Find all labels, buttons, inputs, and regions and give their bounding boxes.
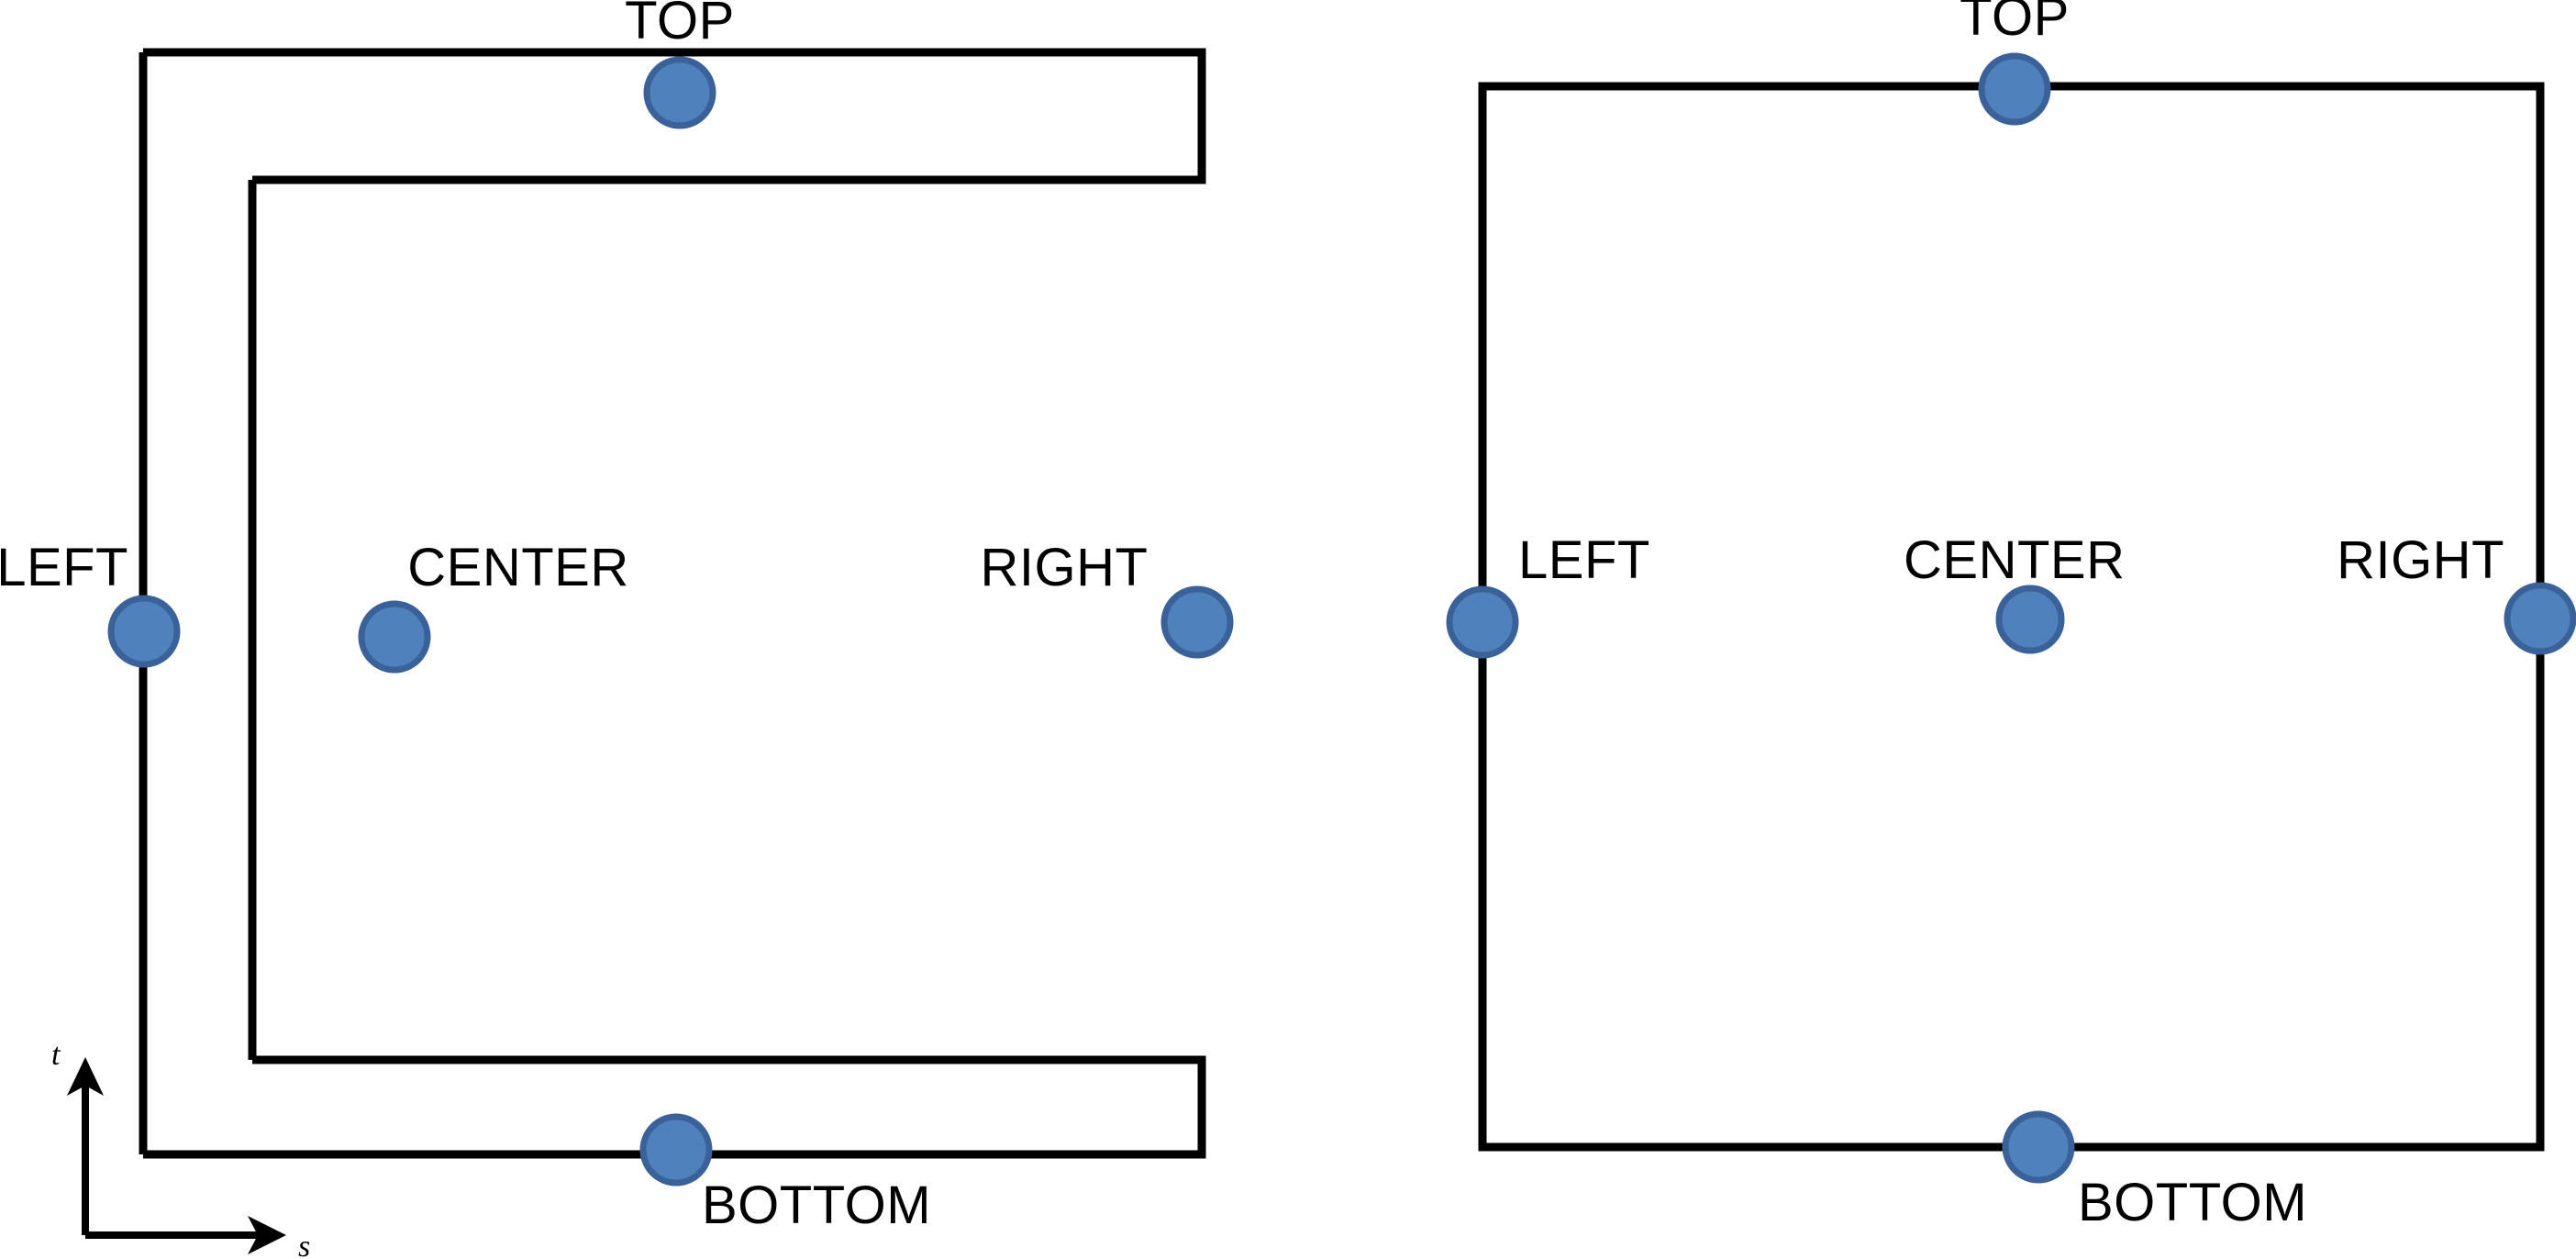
s-axis-label: s <box>298 1230 310 1259</box>
right-panel-label-left: LEFT <box>1518 530 1650 590</box>
left-panel-marker-left[interactable] <box>107 595 181 668</box>
left-panel-label-right: RIGHT <box>981 538 1149 597</box>
left-panel-label-left: LEFT <box>0 538 128 597</box>
right-panel-label-center: CENTER <box>1904 530 2125 590</box>
left-panel-label-bottom: BOTTOM <box>702 1175 931 1235</box>
left-panel-marker-right[interactable] <box>1160 585 1234 659</box>
right-panel-marker-bottom[interactable] <box>2002 1110 2075 1184</box>
axis-indicator: t s <box>51 1038 310 1259</box>
right-panel-markers: TOP LEFT CENTER RIGHT BOTTOM <box>1446 0 2576 1232</box>
left-panel-marker-center[interactable] <box>358 600 431 674</box>
t-axis-label: t <box>51 1038 61 1072</box>
right-panel-label-top: TOP <box>1960 0 2070 47</box>
right-panel-marker-right[interactable] <box>2504 582 2576 655</box>
left-panel-upper-band <box>143 48 1206 184</box>
right-panel-marker-center[interactable] <box>1995 585 2065 654</box>
t-axis-arrowhead <box>67 1057 104 1096</box>
right-panel-label-right: RIGHT <box>2337 530 2504 590</box>
left-panel-marker-bottom[interactable] <box>639 1113 713 1187</box>
right-panel-marker-top[interactable] <box>1978 52 2051 126</box>
left-panel-label-top: TOP <box>625 0 735 50</box>
left-panel-label-center: CENTER <box>407 538 628 597</box>
right-panel-label-bottom: BOTTOM <box>2078 1173 2307 1232</box>
right-panel-marker-left[interactable] <box>1446 585 1519 659</box>
s-axis-arrowhead <box>248 1216 286 1254</box>
left-panel-markers: TOP LEFT CENTER RIGHT BOTTOM <box>0 0 1234 1235</box>
left-panel-shape <box>139 48 1206 1159</box>
left-panel-marker-top[interactable] <box>643 56 716 129</box>
